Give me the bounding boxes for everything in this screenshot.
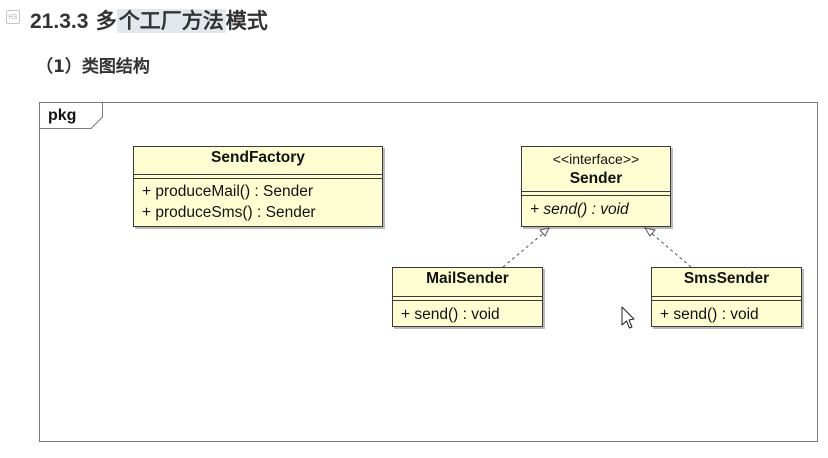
class-name: SendFactory <box>211 149 305 166</box>
class-name: MailSender <box>426 270 509 287</box>
interface-sender[interactable]: <<interface>> Sender + send() : void <box>521 146 671 227</box>
class-operations-section: + produceMail() : Sender + produceSms() … <box>134 179 382 223</box>
heading-number: 21.3.3 <box>30 10 89 33</box>
class-operations-section: + send() : void <box>522 196 670 220</box>
class-stereotype: <<interface>> <box>552 151 640 167</box>
class-attributes-section <box>393 297 542 301</box>
class-operation: + produceSms() : Sender <box>142 204 316 221</box>
class-operations-section: + send() : void <box>393 301 542 325</box>
class-operation: + send() : void <box>530 201 629 218</box>
class-name-section: SmsSender <box>652 268 801 297</box>
class-name-section: MailSender <box>393 268 542 297</box>
package-label: pkg <box>48 107 77 124</box>
class-attributes-section <box>134 175 382 179</box>
class-operation: + send() : void <box>401 306 500 323</box>
heading-marker-icon[interactable]: H3 <box>6 10 20 24</box>
class-mail-sender[interactable]: MailSender + send() : void <box>392 267 543 327</box>
class-attributes-section <box>652 297 801 301</box>
package-tab <box>39 102 103 129</box>
subheading: （1）类图结构 <box>36 57 150 77</box>
class-sms-sender[interactable]: SmsSender + send() : void <box>651 267 802 327</box>
class-name-section: <<interface>> Sender <box>522 147 670 192</box>
class-operation: + produceMail() : Sender <box>142 183 314 200</box>
class-name-section: SendFactory <box>134 147 382 175</box>
heading-text-tail: 模式 <box>225 9 268 33</box>
heading-text-highlight: 个工厂方法 <box>116 9 226 33</box>
class-operations-section: + send() : void <box>652 301 801 325</box>
heading-text-plain: 多 <box>95 9 117 33</box>
class-attributes-section <box>522 192 670 196</box>
class-operation: + send() : void <box>660 306 759 323</box>
class-name: Sender <box>569 170 623 187</box>
class-name: SmsSender <box>683 270 770 287</box>
section-heading: 21.3.3 多个工厂方法模式 <box>30 5 268 38</box>
class-send-factory[interactable]: SendFactory + produceMail() : Sender + p… <box>133 146 383 227</box>
